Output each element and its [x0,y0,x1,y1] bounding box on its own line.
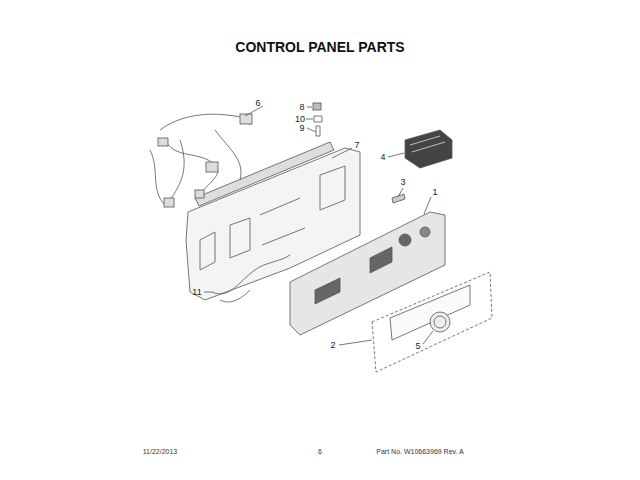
page-number: 6 [318,448,322,455]
callout-number: 4 [380,153,385,162]
callout-number: 3 [400,178,405,187]
callout-number: 7 [354,141,359,150]
callout-number: 8 [299,103,304,112]
callout-number: 5 [415,342,420,351]
footer-date: 11/22/2013 [143,448,178,455]
diagram-title: CONTROL PANEL PARTS [235,40,404,54]
part-number: Part No. W10663969 Rev. A [376,448,463,455]
callout-number: 6 [255,99,260,108]
callout-number: 2 [330,341,335,350]
callout-number: 1 [432,188,437,197]
callout-number: 11 [192,288,201,297]
callout-number: 9 [299,124,304,133]
callout-number: 10 [295,115,305,124]
